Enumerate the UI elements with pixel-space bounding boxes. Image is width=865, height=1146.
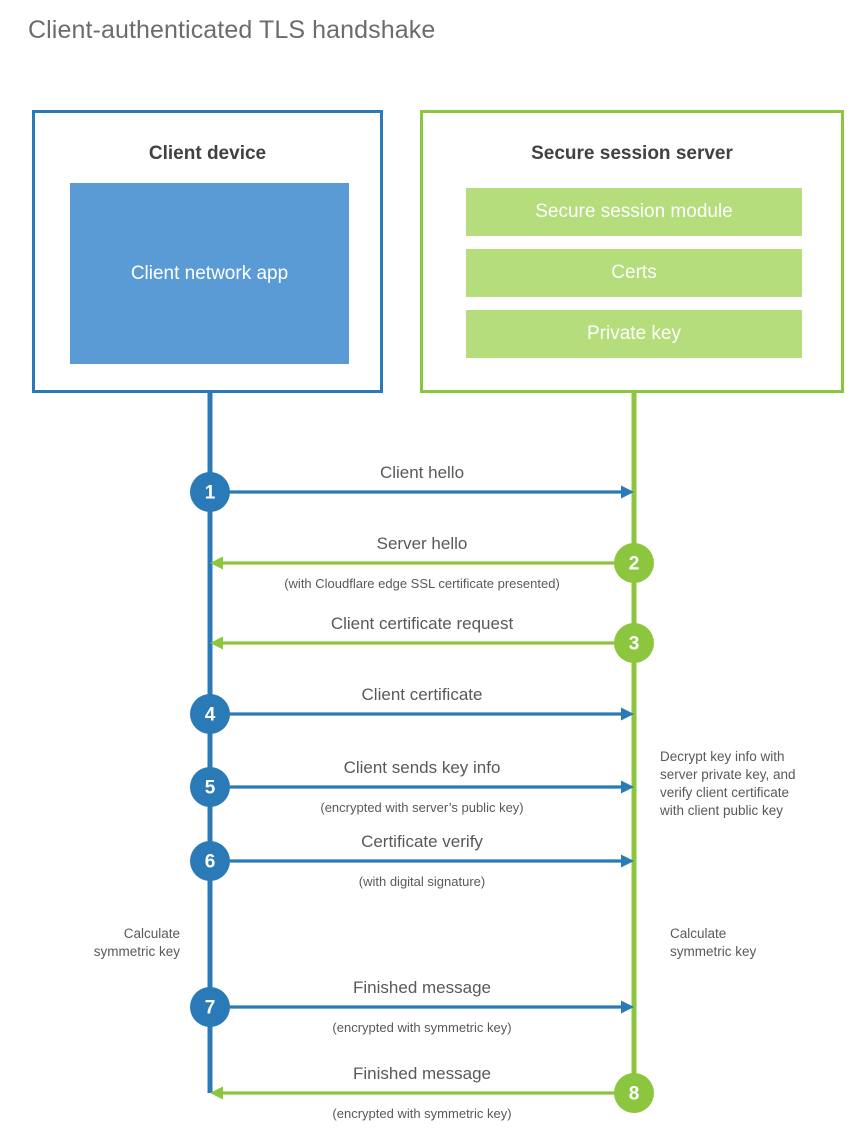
step-number-4: 4 <box>205 705 216 726</box>
step-label-4: Client certificate <box>362 685 483 704</box>
step-sublabel-7: (encrypted with symmetric key) <box>332 1020 511 1035</box>
arrow-head-step-8 <box>210 1086 223 1100</box>
step-number-1: 1 <box>205 483 216 504</box>
arrow-head-step-2 <box>210 556 223 570</box>
step-sublabel-5: (encrypted with server’s public key) <box>320 800 523 815</box>
server-component-certs: Certs <box>466 249 802 297</box>
arrow-head-step-7 <box>621 1000 634 1014</box>
arrow-head-step-5 <box>621 780 634 794</box>
annotation-line: Calculate <box>124 926 180 941</box>
step-number-6: 6 <box>205 852 216 873</box>
step-sublabel-6: (with digital signature) <box>359 874 485 889</box>
step-sublabel-8: (encrypted with symmetric key) <box>332 1106 511 1121</box>
step-label-8: Finished message <box>353 1064 491 1083</box>
arrow-head-step-3 <box>210 636 223 650</box>
step-circle-2[interactable] <box>614 543 654 583</box>
secure-session-server-title: Secure session server <box>531 143 733 164</box>
step-number-3: 3 <box>629 634 640 655</box>
client-network-app-label: Client network app <box>130 262 289 284</box>
step-circle-3[interactable] <box>614 623 654 663</box>
page-title: Client-authenticated TLS handshake <box>28 16 436 44</box>
secure-session-server-box: Secure session server Secure session mod… <box>420 110 844 393</box>
arrow-head-step-4 <box>621 707 634 721</box>
server-component-secure-session-module: Secure session module <box>466 188 802 236</box>
annotation-line: with client public key <box>659 803 783 818</box>
server-component-label: Private key <box>587 323 681 344</box>
client-device-title: Client device <box>148 143 267 164</box>
annotation-3: Calculate symmetric key <box>670 926 757 959</box>
annotation-line: symmetric key <box>670 944 757 959</box>
step-label-7: Finished message <box>353 978 491 997</box>
step-label-2: Server hello <box>377 534 468 553</box>
annotation-line: server private key, and <box>660 767 796 782</box>
client-device-box: Client device Client network app <box>32 110 383 393</box>
annotation-line: verify client certificate <box>660 785 789 800</box>
annotation-line: Decrypt key info with <box>660 749 785 764</box>
arrow-head-step-1 <box>621 485 634 499</box>
step-sublabel-2: (with Cloudflare edge SSL certificate pr… <box>284 576 560 591</box>
annotation-1: Decrypt key info with server private key,… <box>659 749 796 818</box>
arrow-head-step-6 <box>621 854 634 868</box>
step-label-1: Client hello <box>380 463 464 482</box>
step-circle-5[interactable] <box>190 767 230 807</box>
client-network-app-block: Client network app <box>70 183 349 364</box>
step-circle-6[interactable] <box>190 841 230 881</box>
step-label-3: Client certificate request <box>331 614 514 633</box>
step-label-5: Client sends key info <box>344 758 501 777</box>
step-circle-1[interactable] <box>190 472 230 512</box>
step-circle-4[interactable] <box>190 694 230 734</box>
step-circle-7[interactable] <box>190 987 230 1027</box>
server-component-private-key: Private key <box>466 310 802 358</box>
annotation-line: symmetric key <box>94 944 181 959</box>
step-label-6: Certificate verify <box>361 832 483 851</box>
annotation-line: Calculate <box>670 926 726 941</box>
server-component-label: Certs <box>611 262 657 283</box>
server-component-list: Secure session module Certs Private key <box>466 188 802 371</box>
step-number-2: 2 <box>629 554 640 575</box>
step-number-5: 5 <box>205 778 216 799</box>
server-component-label: Secure session module <box>535 201 733 222</box>
annotation-2: Calculate symmetric key <box>94 926 181 959</box>
step-number-8: 8 <box>629 1084 640 1105</box>
step-number-7: 7 <box>205 998 216 1019</box>
step-circle-8[interactable] <box>614 1073 654 1113</box>
